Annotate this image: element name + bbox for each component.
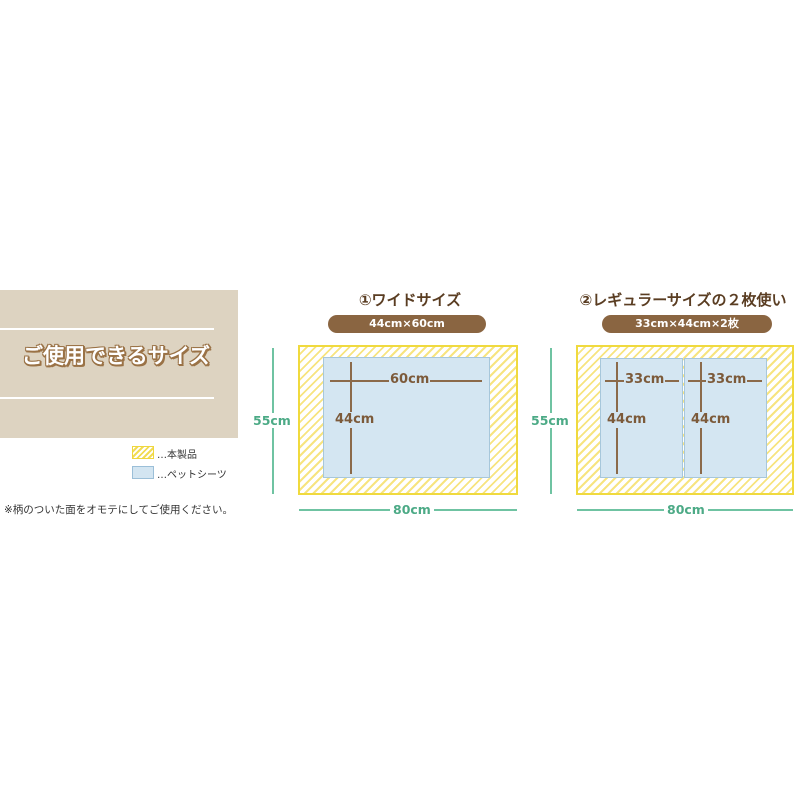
title-panel: ご使用できるサイズ	[0, 290, 238, 438]
usage-note: ※柄のついた面をオモテにしてご使用ください。	[4, 504, 233, 516]
option1-outer-width-label: 80cm	[390, 502, 434, 517]
legend-product-swatch	[132, 446, 154, 459]
option2-size-pill: 33cm×44cm×2枚	[602, 315, 772, 333]
option2-outer-height-label: 55cm	[531, 413, 569, 428]
title-rule-bottom	[0, 397, 214, 399]
legend-product-label: …本製品	[157, 450, 197, 461]
option2-sheet1-height-label: 44cm	[606, 412, 648, 428]
option2-sheet1-width-label: 33cm	[624, 372, 666, 388]
legend-sheet-swatch	[132, 466, 154, 479]
option1-size-pill: 44cm×60cm	[328, 315, 486, 333]
title-rule-top	[0, 328, 214, 330]
option1-sheet-width-label: 60cm	[389, 372, 431, 388]
option2-outer-width-label: 80cm	[664, 502, 708, 517]
option2-sheet2-width-label: 33cm	[706, 372, 748, 388]
option2-heading: ②レギュラーサイズの２枚使い	[579, 291, 787, 309]
page-title: ご使用できるサイズ	[22, 344, 210, 368]
legend-sheet-label: …ペットシーツ	[157, 470, 227, 481]
option1-sheet-height-label: 44cm	[334, 412, 376, 428]
option2-sheet2-height-label: 44cm	[690, 412, 732, 428]
option1-outer-height-label: 55cm	[253, 413, 291, 428]
option1-heading: ①ワイドサイズ	[358, 291, 462, 309]
